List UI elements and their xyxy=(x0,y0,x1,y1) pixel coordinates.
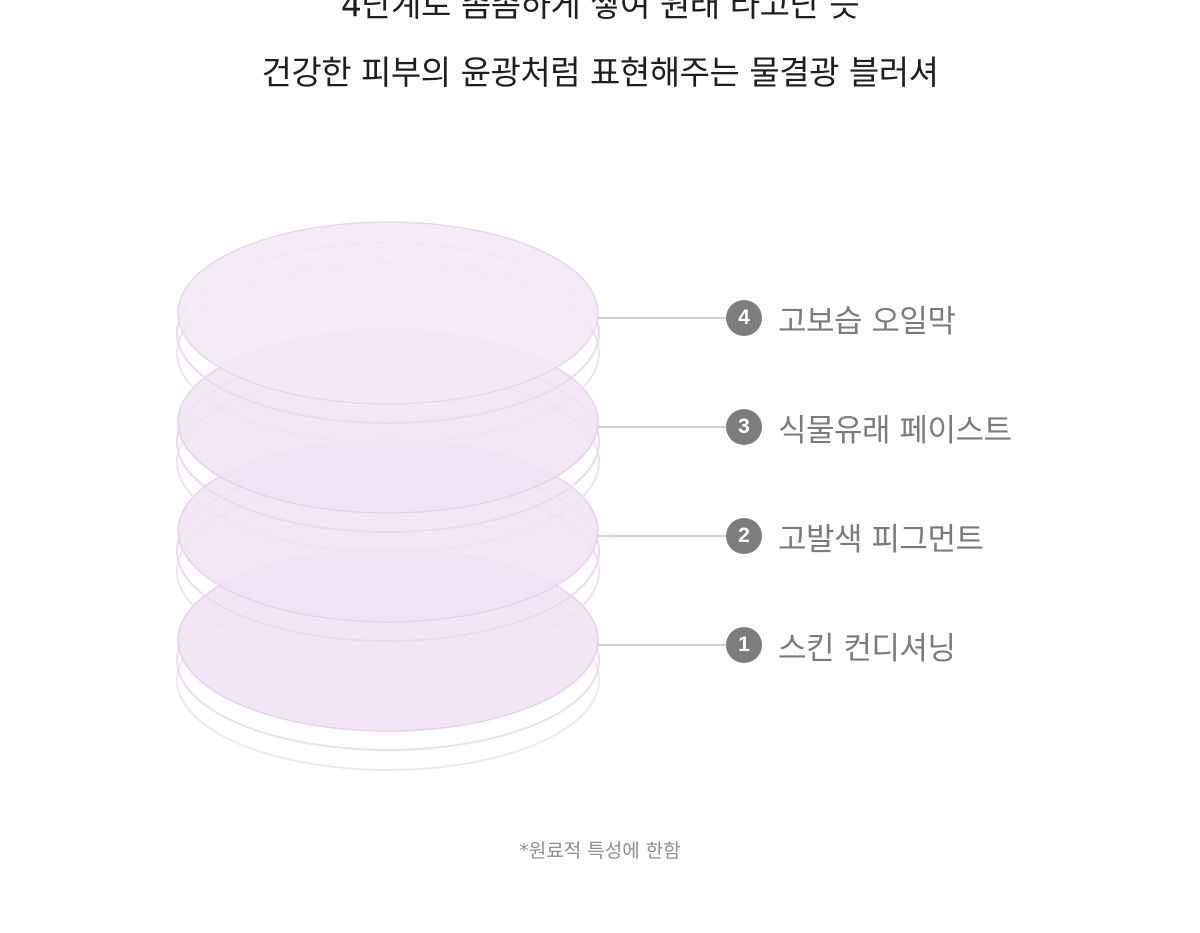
layer-label-4: 4 고보습 오일막 xyxy=(726,299,956,340)
layer-disc-4 xyxy=(176,221,600,444)
layer-number-badge: 4 xyxy=(726,300,762,336)
layer-number-badge: 2 xyxy=(726,518,762,554)
layer-number-badge: 3 xyxy=(726,409,762,445)
layer-name: 고보습 오일막 xyxy=(778,303,956,340)
layer-label-2: 2 고발색 피그먼트 xyxy=(726,517,984,558)
headline-line-2: 건강한 피부의 윤광처럼 표현해주는 물결광 블러셔 xyxy=(261,53,939,92)
layer-name: 스킨 컨디셔닝 xyxy=(778,630,956,667)
layer-label-1: 1 스킨 컨디셔닝 xyxy=(726,626,956,667)
footnote: *원료적 특성에 한함 xyxy=(519,840,681,862)
layer-label-3: 3 식물유래 페이스트 xyxy=(726,408,1012,449)
layer-number-badge: 1 xyxy=(726,627,762,663)
layer-name: 고발색 피그먼트 xyxy=(778,521,984,558)
headline-line-1: 4단계로 촘촘하게 쌓여 원래 타고난 듯 xyxy=(340,0,860,24)
layer-name: 식물유래 페이스트 xyxy=(778,412,1012,449)
